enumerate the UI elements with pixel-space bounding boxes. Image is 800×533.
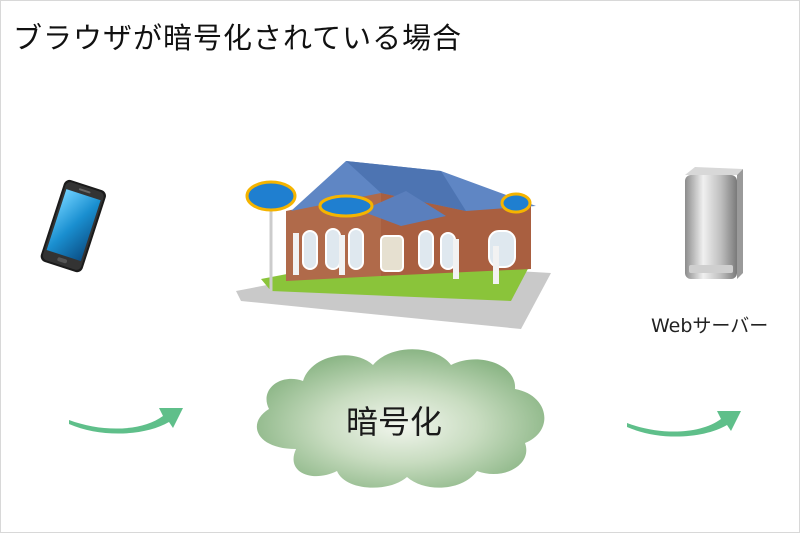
curved-arrow-icon-right [627,411,741,437]
encryption-cloud [256,349,545,488]
cloud-label: 暗号化 [346,403,443,441]
restaurant-building-icon [236,161,551,329]
server-tower-icon [685,167,743,279]
curved-arrow-icon [69,408,183,434]
smartphone-icon [40,179,106,273]
slide-title: ブラウザが暗号化されている場合 [13,21,463,55]
web-server-label: Webサーバー [651,315,769,337]
